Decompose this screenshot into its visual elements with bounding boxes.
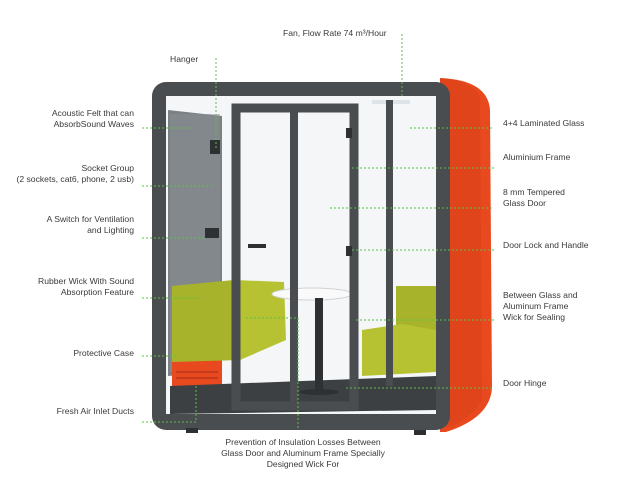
booth-side-shade bbox=[440, 78, 482, 428]
callout-line-fresh bbox=[142, 384, 197, 423]
label-prevention-line1: Prevention of Insulation Losses Between bbox=[225, 437, 381, 447]
label-fresh-line1: Fresh Air Inlet Ducts bbox=[56, 406, 134, 416]
label-laminated: 4+4 Laminated Glass bbox=[503, 118, 584, 129]
label-doorlock-line1: Door Lock and Handle bbox=[503, 240, 589, 250]
label-fan-line1: Fan, Flow Rate 74 m³/Hour bbox=[283, 28, 387, 38]
label-prevention-line3: Designed Wick For bbox=[266, 459, 340, 469]
label-switch: A Switch for Ventilation and Lighting bbox=[47, 214, 134, 236]
left-seat-cushion bbox=[234, 280, 286, 360]
label-socket-line1: Socket Group bbox=[81, 163, 134, 173]
label-wick-line2: Absorption Feature bbox=[60, 287, 134, 297]
label-doorlock: Door Lock and Handle bbox=[503, 240, 589, 251]
label-fresh: Fresh Air Inlet Ducts bbox=[57, 406, 134, 417]
label-between-line1: Between Glass and bbox=[503, 290, 578, 300]
socket-box bbox=[210, 140, 220, 154]
label-socket-line2: (2 sockets, cat6, phone, 2 usb) bbox=[16, 174, 134, 184]
label-between: Between Glass and Aluminum Frame Wick fo… bbox=[503, 290, 578, 323]
label-aluminium-line1: Aluminium Frame bbox=[503, 152, 571, 162]
label-felt: Acoustic Felt that can AbsorbSound Waves bbox=[52, 108, 134, 130]
switch-box bbox=[205, 228, 219, 238]
label-wick-line1: Rubber Wick With Sound bbox=[38, 276, 134, 286]
left-seat-back bbox=[172, 280, 240, 362]
label-case-line1: Protective Case bbox=[73, 348, 134, 358]
fresh-air-duct bbox=[172, 360, 222, 386]
label-felt-line2: AbsorbSound Waves bbox=[53, 119, 134, 129]
label-prevention: Prevention of Insulation Losses Between … bbox=[208, 437, 398, 470]
right-seat-cushion bbox=[362, 324, 436, 376]
callout-lines bbox=[142, 34, 494, 430]
label-tempered-line2: Glass Door bbox=[503, 198, 546, 208]
table-leg bbox=[315, 298, 323, 390]
label-tempered-line1: 8 mm Tempered bbox=[503, 187, 565, 197]
label-switch-line1: A Switch for Ventilation bbox=[46, 214, 134, 224]
door-handle bbox=[248, 244, 266, 248]
door-lock bbox=[346, 128, 352, 138]
booth-foot-left bbox=[186, 428, 198, 433]
table-base bbox=[299, 389, 339, 395]
label-hinge: Door Hinge bbox=[503, 378, 546, 389]
label-between-line3: Wick for Sealing bbox=[503, 312, 566, 322]
label-hanger: Hanger bbox=[170, 54, 198, 65]
label-hanger-line1: Hanger bbox=[170, 54, 199, 64]
label-switch-line2: and Lighting bbox=[87, 225, 134, 235]
table-top bbox=[271, 287, 353, 301]
label-hinge-line1: Door Hinge bbox=[503, 378, 547, 388]
label-socket: Socket Group (2 sockets, cat6, phone, 2 … bbox=[16, 163, 134, 185]
door-frame bbox=[231, 103, 359, 411]
label-fan: Fan, Flow Rate 74 m³/Hour bbox=[283, 28, 387, 39]
label-tempered: 8 mm Tempered Glass Door bbox=[503, 187, 565, 209]
label-case: Protective Case bbox=[73, 348, 134, 359]
label-aluminium: Aluminium Frame bbox=[503, 152, 570, 163]
door-hinge bbox=[346, 246, 352, 256]
label-wick: Rubber Wick With Sound Absorption Featur… bbox=[38, 276, 134, 298]
label-prevention-line2: Glass Door and Aluminum Frame Specially bbox=[221, 448, 385, 458]
right-mullion bbox=[386, 100, 393, 386]
label-felt-line1: Acoustic Felt that can bbox=[51, 108, 134, 118]
label-between-line2: Aluminum Frame bbox=[503, 301, 569, 311]
booth-foot-right bbox=[414, 430, 426, 435]
mid-mullion bbox=[290, 112, 298, 402]
callout-line-prevention bbox=[246, 317, 299, 430]
label-laminated-line1: 4+4 Laminated Glass bbox=[503, 118, 585, 128]
